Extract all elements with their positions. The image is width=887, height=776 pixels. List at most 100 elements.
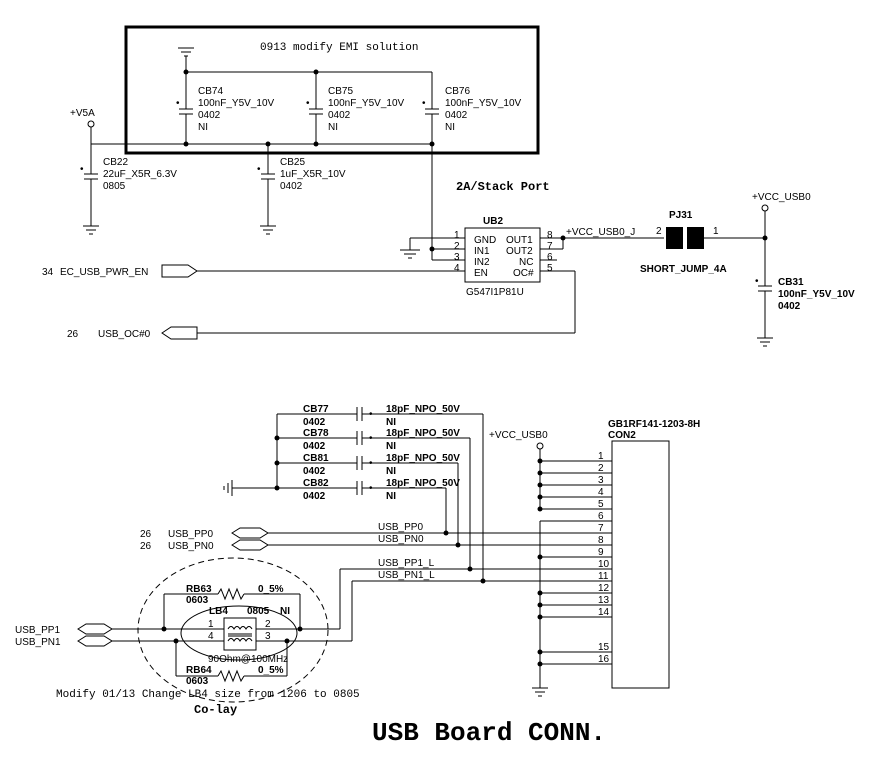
capacitor-cb78: CB78 0402 18pF_NPO_50V NI • <box>277 428 470 452</box>
svg-text:0402: 0402 <box>303 491 326 502</box>
svg-text:1: 1 <box>713 226 719 237</box>
svg-text:34: 34 <box>42 267 54 278</box>
svg-text:0805: 0805 <box>247 606 270 617</box>
svg-text:RB63: RB63 <box>186 584 212 595</box>
svg-text:0402: 0402 <box>778 301 801 312</box>
svg-text:0805: 0805 <box>103 181 126 192</box>
svg-text:26: 26 <box>140 529 152 540</box>
svg-text:•: • <box>176 98 180 109</box>
con2-pin-number: 2 <box>598 463 604 474</box>
svg-text:0603: 0603 <box>186 595 209 606</box>
bidir-connector-icon <box>231 527 269 539</box>
jumper-pj31: PJ31 2 1 SHORT_JUMP_4A <box>640 210 727 275</box>
svg-text:CB75: CB75 <box>328 86 353 97</box>
ground-icon <box>400 249 420 259</box>
capacitor-cb77: CB77 0402 18pF_NPO_50V NI • <box>277 404 483 428</box>
svg-text:NC: NC <box>519 257 533 268</box>
capacitor-cb25: • CB25 1uF_X5R_10V 0402 <box>257 144 346 235</box>
svg-text:UB2: UB2 <box>483 216 503 227</box>
svg-text:•: • <box>369 483 373 494</box>
svg-text:18pF_NPO_50V: 18pF_NPO_50V <box>386 428 460 439</box>
svg-text:100nF_Y5V_10V: 100nF_Y5V_10V <box>328 98 405 109</box>
colay-note: Co-lay <box>194 703 237 717</box>
svg-text:0603: 0603 <box>186 676 209 687</box>
svg-text:5: 5 <box>547 263 553 274</box>
capacitor-cb31: • CB31 100nF_Y5V_10V 0402 <box>755 276 855 347</box>
svg-text:4: 4 <box>454 263 460 274</box>
svg-text:NI: NI <box>280 606 290 617</box>
svg-text:USB_PN0: USB_PN0 <box>378 534 424 545</box>
con2-pin-number: 11 <box>598 571 609 582</box>
svg-text:NI: NI <box>328 122 338 133</box>
bidir-connector-icon <box>77 623 113 635</box>
capacitor-cb22: • CB22 22uF_X5R_6.3V 0805 <box>80 144 177 235</box>
svg-text:100nF_Y5V_10V: 100nF_Y5V_10V <box>778 289 855 300</box>
offpage-connector-icon <box>161 326 198 340</box>
svg-text:•: • <box>755 276 759 287</box>
con2-pin-number: 1 <box>598 451 604 462</box>
svg-text:RB64: RB64 <box>186 665 212 676</box>
signal-pn0-label: USB_PN0 <box>168 541 214 552</box>
svg-text:CB82: CB82 <box>303 478 329 489</box>
svg-text:CON2: CON2 <box>608 430 636 441</box>
svg-text:1uF_X5R_10V: 1uF_X5R_10V <box>280 169 346 180</box>
con2-pin-number: 8 <box>598 535 604 546</box>
ground-icon <box>223 480 233 496</box>
svg-text:0402: 0402 <box>445 110 468 121</box>
svg-text:NI: NI <box>386 466 396 477</box>
svg-text:0402: 0402 <box>303 417 326 428</box>
ground-icon <box>532 687 548 697</box>
rail-v5a-label: +V5A <box>70 108 95 119</box>
svg-text:CB78: CB78 <box>303 428 329 439</box>
svg-text:•: • <box>422 98 426 109</box>
svg-text:90Ohm@100MHz: 90Ohm@100MHz <box>208 654 288 665</box>
svg-text:G547I1P81U: G547I1P81U <box>466 287 524 298</box>
svg-text:GB1RF141-1203-8H: GB1RF141-1203-8H <box>608 419 700 430</box>
svg-text:IN1: IN1 <box>474 246 490 257</box>
svg-text:USB_PP0: USB_PP0 <box>378 522 423 533</box>
bidir-connector-icon <box>77 635 113 647</box>
svg-text:1: 1 <box>454 230 460 241</box>
resistor-rb63: RB63 0603 0_5% <box>163 584 301 629</box>
svg-text:0402: 0402 <box>198 110 221 121</box>
power-port-icon <box>87 120 95 128</box>
svg-text:OUT2: OUT2 <box>506 246 533 257</box>
svg-text:8: 8 <box>547 230 553 241</box>
con2-pin-number: 15 <box>598 642 610 653</box>
con2-pin-number: 9 <box>598 547 604 558</box>
svg-text:NI: NI <box>445 122 455 133</box>
svg-text:26: 26 <box>140 541 152 552</box>
con2-pin-number: 5 <box>598 499 604 510</box>
colay-ellipse <box>137 557 329 703</box>
common-mode-choke-lb4: LB4 0805 NI 1 2 4 3 90Ohm@100MHz <box>208 606 290 665</box>
svg-text:22uF_X5R_6.3V: 22uF_X5R_6.3V <box>103 169 177 180</box>
svg-text:USB_PN1_L: USB_PN1_L <box>378 570 435 581</box>
ground-icon <box>178 47 194 72</box>
svg-text:0402: 0402 <box>303 466 326 477</box>
svg-text:NI: NI <box>386 417 396 428</box>
svg-text:CB76: CB76 <box>445 86 470 97</box>
svg-text:NI: NI <box>386 491 396 502</box>
connector-con2: GB1RF141-1203-8H CON2 <box>608 419 700 689</box>
modify-note: Modify 01/13 Change LB4 size from 1206 t… <box>56 689 360 701</box>
power-port-icon <box>761 204 769 212</box>
svg-text:•: • <box>369 409 373 420</box>
capacitor-cb81: CB81 0402 18pF_NPO_50V NI • <box>277 453 460 477</box>
con2-pin-number: 7 <box>598 523 604 534</box>
svg-text:CB25: CB25 <box>280 157 305 168</box>
con2-pin-number: 10 <box>598 559 610 570</box>
svg-text:3: 3 <box>265 631 271 642</box>
svg-text:0_5%: 0_5% <box>258 584 284 595</box>
svg-text:USB_PP1_L: USB_PP1_L <box>378 558 435 569</box>
capacitor-cb82: CB82 0402 18pF_NPO_50V NI • <box>277 478 460 502</box>
svg-text:NI: NI <box>198 122 208 133</box>
svg-text:•: • <box>257 164 261 175</box>
svg-text:SHORT_JUMP_4A: SHORT_JUMP_4A <box>640 264 727 275</box>
svg-text:18pF_NPO_50V: 18pF_NPO_50V <box>386 404 460 415</box>
svg-text:3: 3 <box>454 252 460 263</box>
svg-text:0402: 0402 <box>280 181 303 192</box>
rail-vcc-usb0-label: +VCC_USB0 <box>489 430 548 441</box>
